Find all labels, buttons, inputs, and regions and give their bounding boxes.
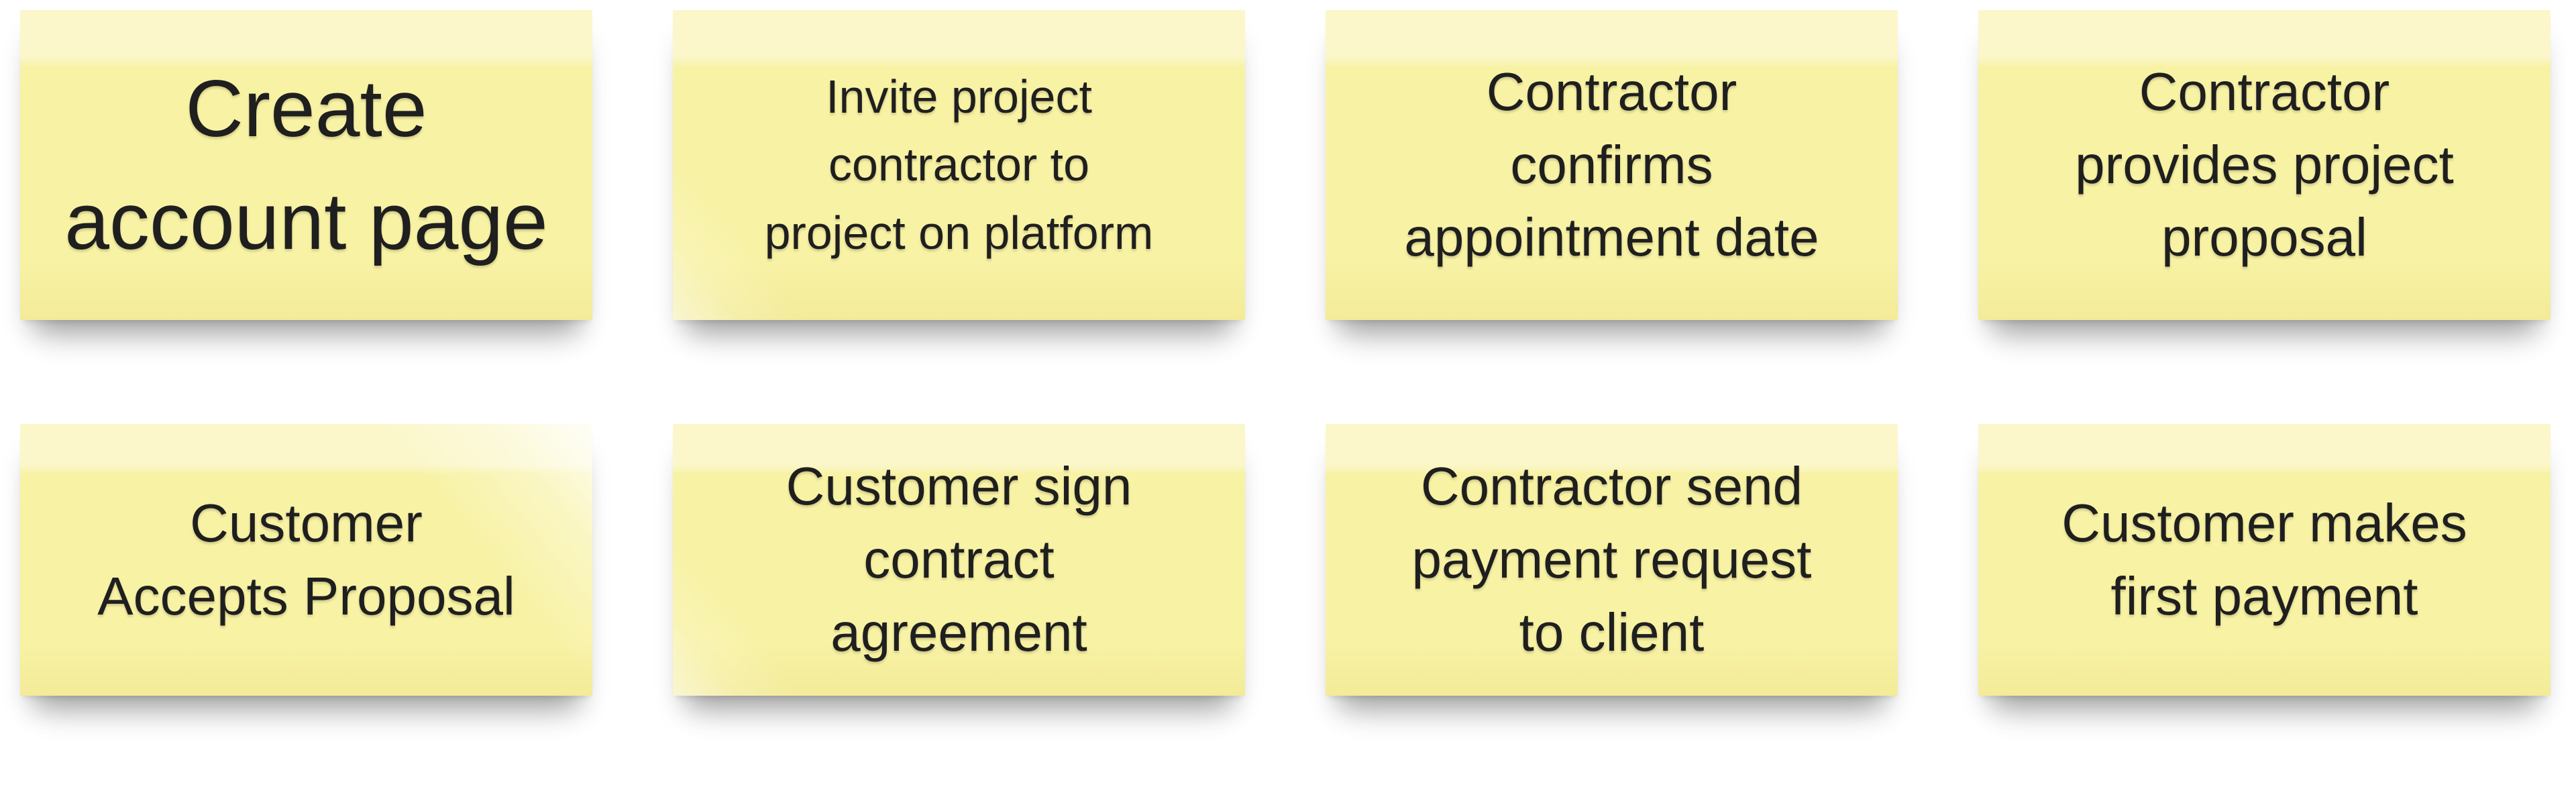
sticky-note-create-account-page[interactable]: Create account page xyxy=(20,10,592,320)
note-text-line: provides project xyxy=(2075,134,2454,195)
note-text-line: Customer xyxy=(190,492,423,553)
sticky-note-contractor-provides-proposal[interactable]: Contractor provides project proposal xyxy=(1978,10,2551,320)
note-text-line: account page xyxy=(64,176,548,266)
note-text-line: agreement xyxy=(830,602,1087,662)
note-text-line: Contractor xyxy=(2139,61,2390,121)
note-text-line: Accepts Proposal xyxy=(97,566,515,626)
sticky-note-customer-makes-first-payment[interactable]: Customer makes first payment xyxy=(1978,424,2551,696)
note-text-line: proposal xyxy=(2161,207,2367,268)
sticky-note-invite-project-contractor[interactable]: Invite project contractor to project on … xyxy=(673,10,1245,320)
note-text-line: payment request xyxy=(1411,529,1812,590)
note-text-line: project on platform xyxy=(764,206,1154,259)
note-text-line: first payment xyxy=(2110,566,2418,626)
note-text-line: Customer makes xyxy=(2061,492,2467,553)
sticky-note-customer-sign-contract[interactable]: Customer sign contract agreement xyxy=(673,424,1245,696)
note-text-line: Contractor xyxy=(1486,61,1737,121)
note-text-line: contract xyxy=(863,529,1055,590)
note-text-line: Create xyxy=(185,64,427,154)
note-text-line: contractor to xyxy=(828,138,1090,191)
sticky-note-customer-accepts-proposal[interactable]: Customer Accepts Proposal xyxy=(20,424,592,696)
sticky-notes-board: Create account page Invite project contr… xyxy=(20,10,2551,696)
sticky-note-contractor-confirms-date[interactable]: Contractor confirms appointment date xyxy=(1326,10,1898,320)
note-text-line: appointment date xyxy=(1404,207,1819,268)
note-text-line: Customer sign xyxy=(786,456,1132,517)
note-text-line: Invite project xyxy=(826,70,1092,123)
note-text-line: confirms xyxy=(1510,134,1713,195)
note-text-line: to client xyxy=(1519,602,1705,662)
note-text-line: Contractor send xyxy=(1420,456,1803,517)
sticky-note-contractor-send-payment-request[interactable]: Contractor send payment request to clien… xyxy=(1326,424,1898,696)
